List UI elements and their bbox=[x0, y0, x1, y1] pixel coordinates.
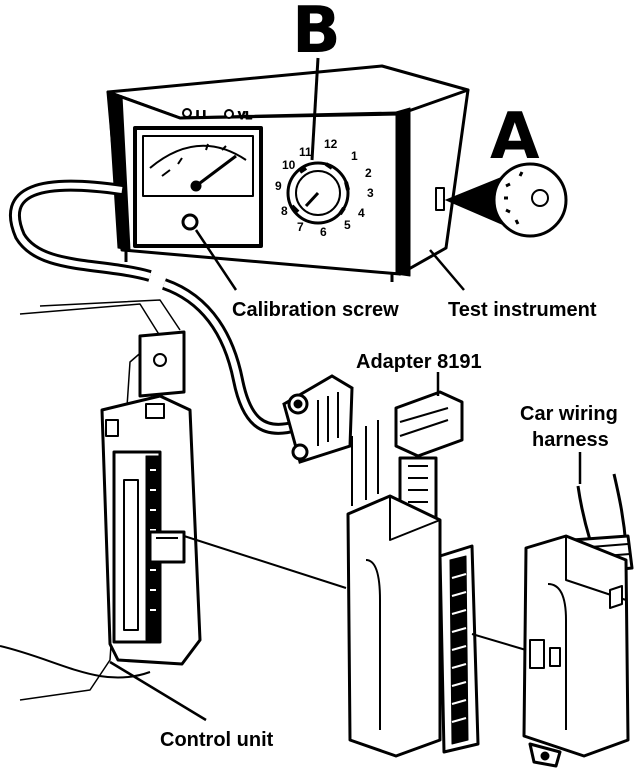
dial-number-5: 5 bbox=[344, 218, 351, 232]
dial-number-1: 1 bbox=[351, 149, 358, 163]
dial-number-4: 4 bbox=[358, 206, 365, 220]
instrument-side-port bbox=[435, 187, 445, 211]
dial-number-9: 9 bbox=[275, 179, 282, 193]
label-car-wiring-line1: Car wiring bbox=[520, 403, 618, 425]
adjustment-knob bbox=[286, 161, 350, 225]
label-adapter: Adapter 8191 bbox=[356, 351, 482, 373]
indicator-label-ll: LL bbox=[196, 109, 210, 121]
control-unit-leader bbox=[109, 660, 207, 722]
adapter-body bbox=[346, 494, 442, 758]
adapter-8191 bbox=[346, 390, 480, 758]
indicator-label-vl: VL bbox=[238, 110, 252, 122]
control-unit-latch bbox=[148, 530, 186, 564]
callout-a: A bbox=[490, 100, 540, 174]
cable-plug bbox=[282, 374, 354, 464]
harness-latch bbox=[529, 639, 545, 669]
test-instrument: LL VL bbox=[106, 64, 470, 282]
label-test-instrument: Test instrument bbox=[448, 299, 597, 321]
test-instrument-leader bbox=[429, 249, 465, 291]
calibration-screw-leader bbox=[194, 229, 238, 291]
dial-number-6: 6 bbox=[320, 225, 327, 239]
dial-number-7: 7 bbox=[297, 220, 304, 234]
label-control-unit: Control unit bbox=[160, 729, 274, 751]
dial-number-12: 12 bbox=[324, 137, 338, 151]
dial-number-10: 10 bbox=[282, 158, 296, 172]
label-car-wiring-line2: harness bbox=[532, 429, 609, 451]
test-cable bbox=[9, 179, 298, 435]
dial-number-3: 3 bbox=[367, 186, 374, 200]
calibration-screw bbox=[181, 213, 199, 231]
plug-alignment-lines bbox=[183, 535, 527, 651]
leader-lines bbox=[109, 229, 582, 722]
control-unit bbox=[0, 299, 202, 701]
meter-scale bbox=[149, 144, 247, 169]
dial-number-11: 11 bbox=[299, 145, 312, 159]
dial-numbers: 12 1 2 3 4 5 6 7 8 9 10 11 bbox=[275, 137, 374, 239]
label-calibration-screw: Calibration screw bbox=[232, 299, 399, 321]
car-wiring-harness bbox=[522, 473, 634, 768]
dial-number-2: 2 bbox=[365, 166, 372, 180]
port-magnifier bbox=[444, 162, 568, 238]
indicator-lamp-vl bbox=[224, 109, 234, 119]
dial-number-8: 8 bbox=[281, 204, 288, 218]
callout-b-leader bbox=[310, 57, 320, 161]
indicator-lamp-ll bbox=[182, 108, 192, 118]
callout-b: B bbox=[292, 0, 341, 68]
